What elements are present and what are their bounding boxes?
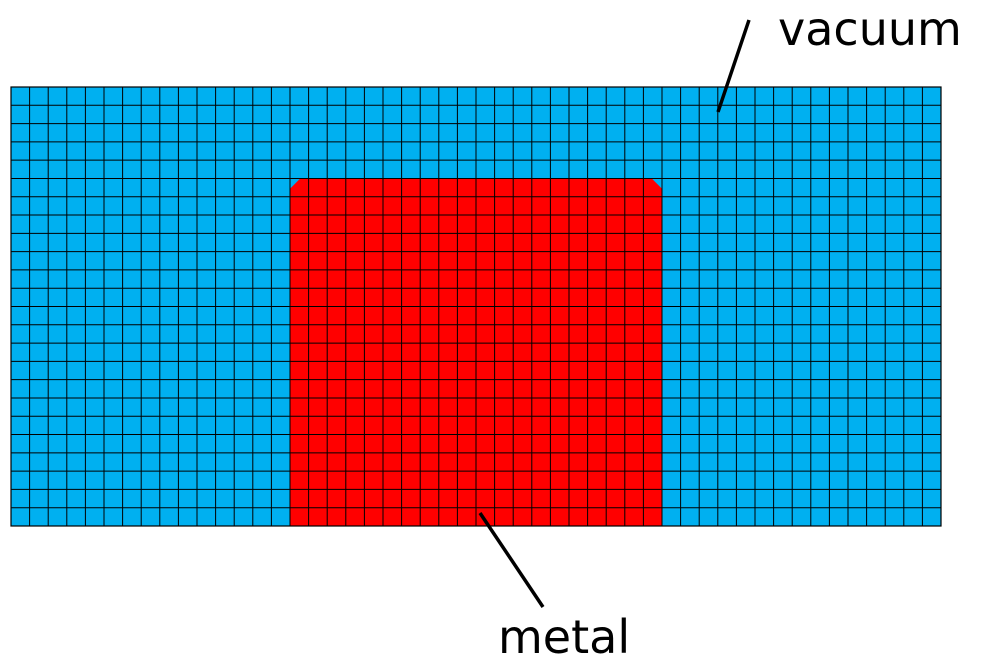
vacuum-leader-line xyxy=(716,19,751,113)
metal-label: metal xyxy=(498,610,631,664)
mesh-grid xyxy=(11,87,941,526)
metal-leader-line xyxy=(478,512,545,608)
vacuum-label: vacuum xyxy=(778,2,962,56)
mesh-border xyxy=(10,86,942,527)
